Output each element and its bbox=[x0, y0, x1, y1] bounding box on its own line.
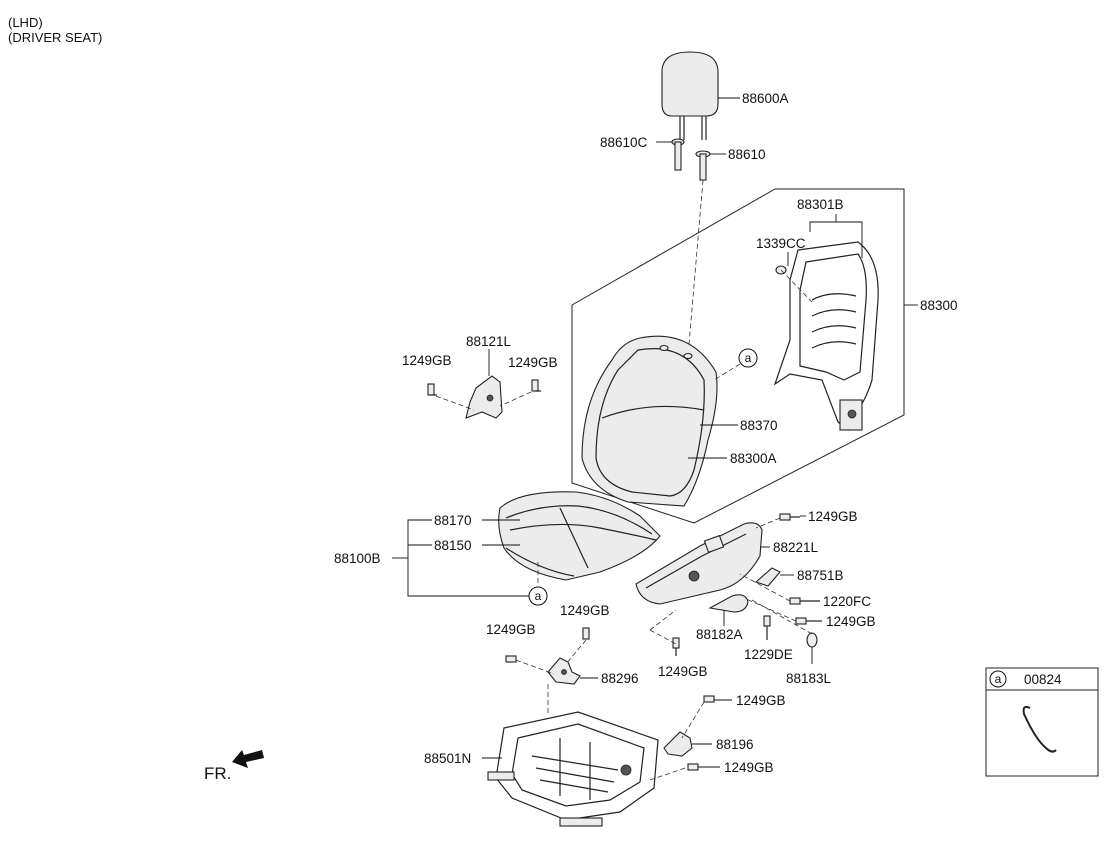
lever-88182a bbox=[708, 594, 749, 613]
screw-1229de bbox=[763, 615, 771, 640]
bracket-88296 bbox=[547, 657, 581, 685]
legend-box: a 00824 bbox=[985, 667, 1099, 777]
seat-back-frame bbox=[773, 241, 879, 431]
knob-88751b bbox=[754, 567, 781, 587]
label-88296: 88296 bbox=[601, 671, 639, 686]
label-88610: 88610 bbox=[728, 147, 766, 162]
label-88301b: 88301B bbox=[797, 197, 844, 212]
guide-88610c bbox=[671, 138, 685, 171]
label-88751b: 88751B bbox=[797, 568, 844, 583]
label-88150: 88150 bbox=[434, 538, 472, 553]
bolt-88296-top bbox=[582, 627, 590, 640]
label-1249gb-88196-bottom: 1249GB bbox=[724, 760, 774, 775]
label-88182a: 88182A bbox=[696, 627, 743, 642]
label-1249gb-shield: 1249GB bbox=[808, 509, 858, 524]
label-88121l: 88121L bbox=[466, 334, 512, 349]
label-88196: 88196 bbox=[716, 737, 754, 752]
bolt-88196-bottom bbox=[687, 763, 699, 771]
label-1339cc: 1339CC bbox=[756, 236, 806, 251]
header-driver-seat: (DRIVER SEAT) bbox=[8, 30, 103, 45]
front-arrow-icon bbox=[232, 750, 264, 768]
bolt-88296-left bbox=[505, 655, 517, 663]
label-88370: 88370 bbox=[740, 418, 778, 433]
headrest-part bbox=[661, 51, 719, 140]
cap-88183l bbox=[806, 632, 818, 648]
label-1249gb-shield-low: 1249GB bbox=[826, 614, 876, 629]
legend-part-number: 00824 bbox=[1024, 672, 1062, 687]
seat-back-cover bbox=[581, 335, 718, 507]
wire-clip-00824 bbox=[1022, 705, 1057, 753]
ref-marker-back: a bbox=[745, 351, 752, 365]
label-1229de: 1229DE bbox=[744, 647, 793, 662]
label-88221l: 88221L bbox=[773, 540, 819, 555]
label-1249gb-88196-top: 1249GB bbox=[736, 693, 786, 708]
label-88300a: 88300A bbox=[730, 451, 777, 466]
bolt-lower-left-1249gb bbox=[672, 637, 680, 656]
cushion-frame-88501n bbox=[487, 711, 659, 827]
ref-marker-cushion: a bbox=[535, 589, 542, 603]
guide-88610 bbox=[695, 150, 711, 181]
fr-label: FR. bbox=[204, 764, 231, 783]
bolt-left-1249gb bbox=[427, 383, 437, 396]
label-1249gb-lever: 1249GB bbox=[658, 664, 708, 679]
label-88300: 88300 bbox=[920, 298, 958, 313]
bracket-88196 bbox=[663, 731, 693, 757]
label-1249gb-bracket-left: 1249GB bbox=[486, 622, 536, 637]
label-1249gb-right: 1249GB bbox=[508, 355, 558, 370]
label-88183l: 88183L bbox=[786, 671, 832, 686]
front-direction-indicator: FR. bbox=[204, 750, 264, 783]
side-shield-88221l bbox=[635, 522, 763, 605]
label-1249gb-bracket-top: 1249GB bbox=[560, 603, 610, 618]
header-lhd: (LHD) bbox=[8, 15, 43, 30]
bolt-top-right-1249gb bbox=[779, 513, 800, 521]
label-88610c: 88610C bbox=[600, 135, 648, 150]
bolt-right-1249gb bbox=[531, 379, 541, 392]
label-88600a: 88600A bbox=[742, 91, 789, 106]
label-88501n: 88501N bbox=[424, 751, 471, 766]
screw-1220fc bbox=[789, 597, 820, 605]
legend-marker: a bbox=[995, 672, 1002, 686]
seat-cushion bbox=[498, 491, 661, 581]
seat-back-group-outline bbox=[571, 188, 905, 524]
recliner-cover-88121l bbox=[465, 375, 503, 419]
bolt-88196-top bbox=[703, 695, 715, 703]
label-88100b: 88100B bbox=[334, 551, 381, 566]
label-1220fc: 1220FC bbox=[823, 594, 871, 609]
bolt-mid-right-1249gb bbox=[795, 617, 822, 625]
label-88170: 88170 bbox=[434, 513, 472, 528]
label-1249gb-left: 1249GB bbox=[402, 353, 452, 368]
